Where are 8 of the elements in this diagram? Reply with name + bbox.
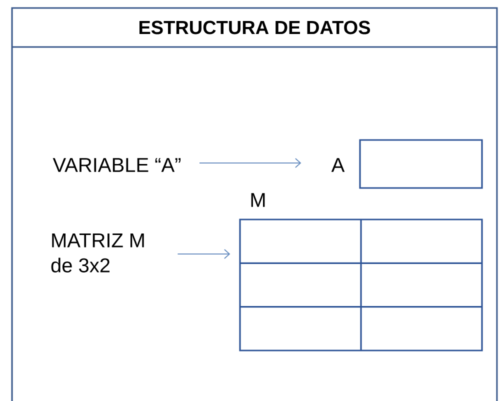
label-text: MATRIZ M de 3x2	[51, 234, 144, 272]
arrow	[177, 249, 230, 259]
matrix-grid	[239, 218, 483, 352]
box-label: M	[251, 193, 265, 207]
value-box	[359, 139, 483, 189]
label-text: VARIABLE “A”	[52, 158, 181, 172]
box-label: A	[331, 158, 345, 172]
arrow	[198, 158, 302, 168]
